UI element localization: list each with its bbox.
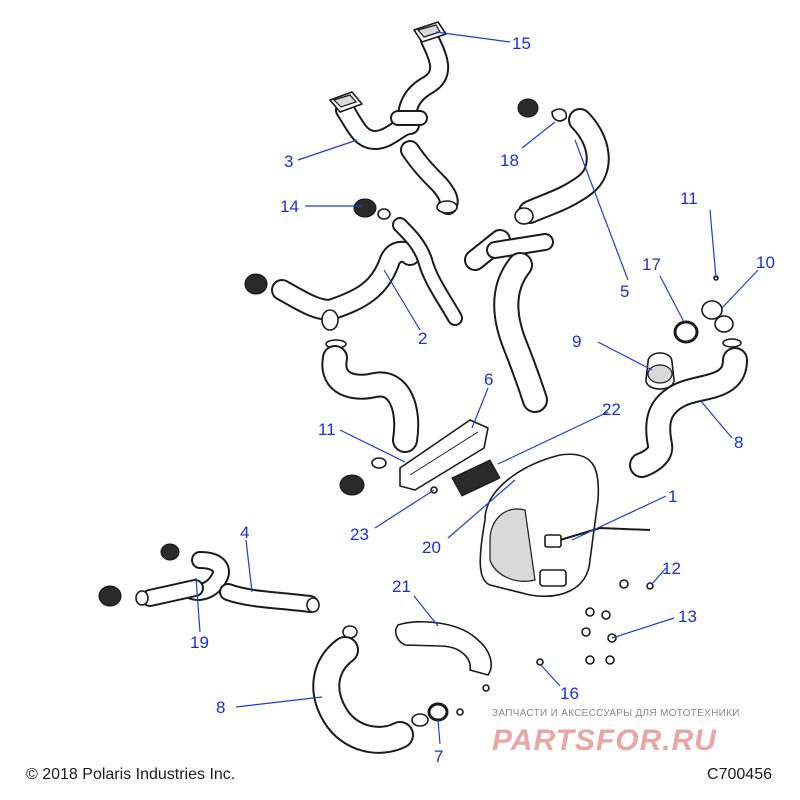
hose-8-upper [629,347,748,478]
fitting-10 [701,300,742,348]
duct-21 [395,620,492,676]
callout-19: 19 [190,633,209,652]
callout-9: 9 [572,332,581,351]
callout-4: 4 [240,523,249,542]
callout-22: 22 [602,400,621,419]
callout-5: 5 [620,282,629,301]
callout-3: 3 [284,152,293,171]
cap-18 [517,98,568,122]
callout-20: 20 [422,538,441,557]
callout-7: 7 [434,747,443,766]
callout-17: 17 [642,255,661,274]
callout-6: 6 [484,370,493,389]
watermark-brand: PARTSFOR.RU [492,724,717,757]
hose-5 [514,108,610,225]
callout-2: 2 [418,329,427,348]
diagram-code: C700456 [707,766,772,783]
muffler-22 [479,453,600,597]
hose-4 [219,583,320,613]
duct-assembly-2 [244,217,463,331]
leader-lines [195,31,759,745]
callout-12: 12 [662,559,681,578]
callout-8-lower: 8 [216,698,225,717]
callout-13: 13 [678,607,697,626]
watermark-tagline: ЗАПЧАСТИ И АКСЕССУАРЫ ДЛЯ МОТОТЕХНИКИ [492,708,740,719]
callout-11-lower: 11 [318,420,336,439]
bracket-6 [399,419,489,491]
clamp-17 [673,320,699,344]
copyright-text: © 2018 Polaris Industries Inc. [26,766,236,783]
duct-assembly-19 [98,543,230,607]
callout-1: 1 [668,487,677,506]
cap-left-mid [339,457,387,496]
callout-14: 14 [280,197,299,216]
callout-21: 21 [392,577,411,596]
duct-assembly-3 [329,91,428,150]
cable-1 [544,526,651,548]
clamp-7 [427,702,449,722]
plate-20 [451,459,501,497]
watermark-logo: ЗАПЧАСТИ И АКСЕССУАРЫ ДЛЯ МОТОТЕХНИКИ PA… [492,708,740,757]
callout-11-upper: 11 [680,189,698,208]
callout-10: 10 [756,253,775,272]
callout-15: 15 [512,34,531,53]
hose-center-left [321,339,420,453]
cap-14 [353,198,391,220]
filter-9 [645,352,675,390]
hose-center [464,229,554,413]
callout-8-upper: 8 [734,433,743,452]
callout-16: 16 [560,684,579,703]
hose-8-lower [312,625,429,754]
callout-18: 18 [500,151,519,170]
callout-23: 23 [350,525,369,544]
